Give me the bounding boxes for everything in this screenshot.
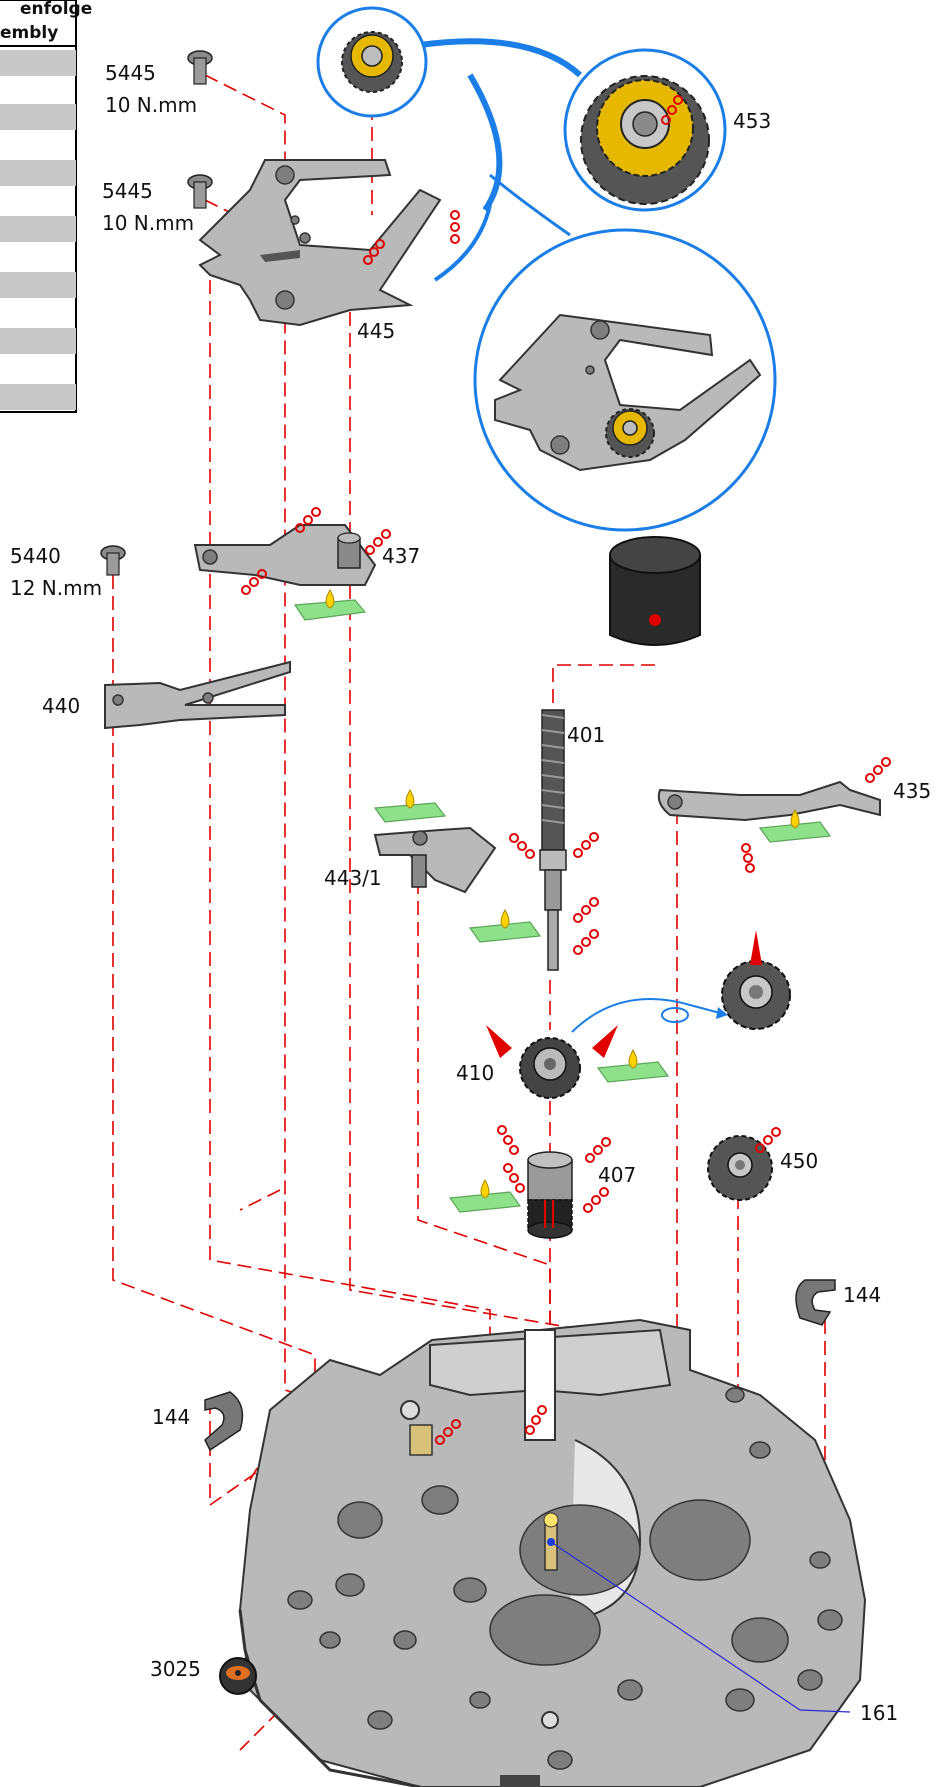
oil-chain-icon xyxy=(363,239,385,265)
label-407: 407 xyxy=(598,1163,636,1187)
pinion-410 xyxy=(519,1037,581,1099)
label-453: 453 xyxy=(733,109,771,133)
oil-chain-icon xyxy=(241,569,267,595)
label-5440: 5440 xyxy=(10,544,61,568)
label-torque-top: 10 N.mm xyxy=(105,93,197,117)
table-header-line-2: embly xyxy=(0,23,58,43)
oil-chain-icon xyxy=(435,1419,461,1445)
oil-chain-icon xyxy=(583,1187,609,1213)
label-torque-5440: 12 N.mm xyxy=(10,576,102,600)
detail-callouts xyxy=(316,6,777,532)
lever-443 xyxy=(373,826,497,894)
jewel-3025 xyxy=(219,1657,257,1695)
oil-chain-icon xyxy=(573,832,599,858)
oil-chain-symbols xyxy=(241,95,891,1445)
oil-chain-icon xyxy=(573,929,599,955)
label-144-right: 144 xyxy=(843,1283,881,1307)
clip-144-right xyxy=(795,1279,836,1326)
oil-chain-icon xyxy=(365,529,391,555)
lubricant-pad-435 xyxy=(758,808,832,843)
lubricant-pad-407 xyxy=(448,1178,522,1213)
oil-chain-icon xyxy=(450,210,460,244)
pinion-407 xyxy=(527,1151,573,1239)
table-row xyxy=(0,50,76,76)
oil-chain-icon xyxy=(573,897,599,923)
lever-437 xyxy=(193,524,377,586)
label-437: 437 xyxy=(382,544,420,568)
label-5445-second: 5445 xyxy=(102,179,153,203)
transfer-arrow xyxy=(571,998,721,1033)
lubricant-pad-stem xyxy=(468,908,542,943)
label-443-1: 443/1 xyxy=(324,866,382,890)
label-440: 440 xyxy=(42,694,80,718)
part-labels: 5445 10 N.mm 5445 10 N.mm 453 445 5440 1… xyxy=(10,61,931,1725)
main-plate xyxy=(238,1318,867,1787)
grease-point-icon xyxy=(486,1025,512,1058)
stem-401 xyxy=(539,709,567,971)
table-row xyxy=(0,328,76,354)
oil-chain-icon xyxy=(661,95,683,125)
bridge-445 xyxy=(198,159,442,327)
grease-point-icon xyxy=(592,1025,618,1058)
label-410: 410 xyxy=(456,1061,494,1085)
label-3025: 3025 xyxy=(150,1657,201,1681)
oil-chain-icon xyxy=(295,507,321,533)
lubricant-pad-437 xyxy=(293,588,367,621)
table-header-line-1: enfolge xyxy=(20,0,92,19)
screw-5445-second xyxy=(187,174,213,209)
table-row xyxy=(0,160,76,186)
screw-5440 xyxy=(100,545,126,576)
label-5445-top: 5445 xyxy=(105,61,156,85)
oil-chain-icon xyxy=(741,843,755,873)
arrow-head-icon xyxy=(716,1007,728,1019)
label-144-left: 144 xyxy=(152,1405,190,1429)
arrow-marker-ellipse xyxy=(661,1007,689,1023)
bridge-detail-icon xyxy=(494,313,762,472)
screw-5445-top xyxy=(187,50,213,85)
lever-435 xyxy=(657,780,881,822)
sequence-table: enfolge embly xyxy=(0,0,92,413)
label-401: 401 xyxy=(567,723,605,747)
spring-440 xyxy=(104,660,291,730)
lubricant-pad-443 xyxy=(373,788,447,823)
oil-chain-icon xyxy=(525,1405,547,1435)
grease-point-icon xyxy=(750,930,762,965)
pinion-410-detail xyxy=(721,960,791,1030)
oil-chain-icon xyxy=(503,1163,525,1193)
oil-chain-icon xyxy=(865,757,891,783)
table-row xyxy=(0,104,76,130)
lubricant-pad-410 xyxy=(596,1048,670,1083)
gear-453-small-icon xyxy=(341,31,403,93)
table-row xyxy=(0,216,76,242)
crown xyxy=(609,536,701,646)
label-torque-second: 10 N.mm xyxy=(102,211,194,235)
wheel-450 xyxy=(707,1135,773,1201)
label-450: 450 xyxy=(780,1149,818,1173)
label-161: 161 xyxy=(860,1701,898,1725)
label-445: 445 xyxy=(357,319,395,343)
table-row xyxy=(0,384,76,410)
oil-chain-icon xyxy=(497,1125,519,1155)
table-row xyxy=(0,272,76,298)
clip-144-left xyxy=(204,1391,244,1452)
label-435: 435 xyxy=(893,779,931,803)
gear-453-icon xyxy=(580,75,710,205)
leader-line-161 xyxy=(550,1541,851,1713)
lubricant-markers xyxy=(293,588,832,1213)
oil-chain-icon xyxy=(509,833,535,859)
oil-chain-icon xyxy=(755,1127,781,1153)
oil-chain-icon xyxy=(585,1137,611,1163)
